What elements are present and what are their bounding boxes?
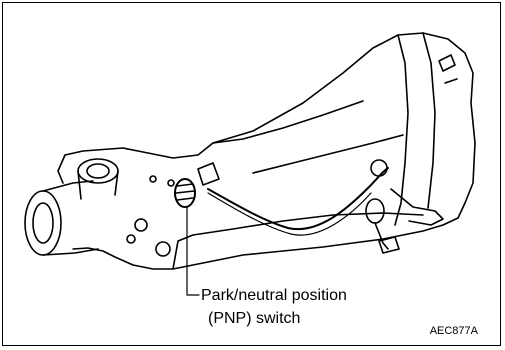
vent-boss [438, 54, 456, 72]
transmission-housing [57, 32, 476, 270]
top-boss-inner [86, 163, 110, 179]
bolt-boss [134, 218, 148, 232]
harness-connector [197, 162, 220, 186]
housing-ridge [212, 100, 364, 144]
vent-boss-top [444, 78, 458, 84]
callout-label-line1: Park/neutral position [201, 287, 347, 304]
callout-leader [186, 206, 200, 296]
diagram-frame: Park/neutral position (PNP) switch AEC87… [2, 2, 501, 346]
bolt-boss [126, 234, 136, 244]
top-boss-side [77, 170, 119, 200]
top-boss [77, 158, 119, 184]
bell-housing-inner [422, 32, 436, 209]
pnp-switch-body [174, 178, 196, 208]
pan-seam [172, 212, 424, 270]
output-flange [24, 190, 62, 256]
bolt-boss [155, 241, 171, 257]
bolt-boss [167, 179, 175, 187]
sensor-boss [370, 159, 388, 177]
sensor-plug [365, 198, 385, 224]
callout-label-line2: (PNP) switch [208, 310, 301, 327]
output-flange-inner [32, 202, 54, 244]
bell-housing-rim [394, 34, 409, 226]
wire-harness [207, 167, 389, 231]
pnp-switch-threads [175, 183, 195, 201]
rear-extension [42, 180, 99, 256]
bolt-boss [149, 175, 157, 183]
housing-ridge-2 [252, 134, 404, 174]
linkage [390, 188, 444, 226]
transmission-illustration [24, 32, 476, 296]
figure-code: AEC877A [429, 325, 478, 337]
sensor-lead [374, 222, 389, 250]
sensor-connector [378, 236, 400, 254]
wire-harness-2 [207, 192, 372, 236]
